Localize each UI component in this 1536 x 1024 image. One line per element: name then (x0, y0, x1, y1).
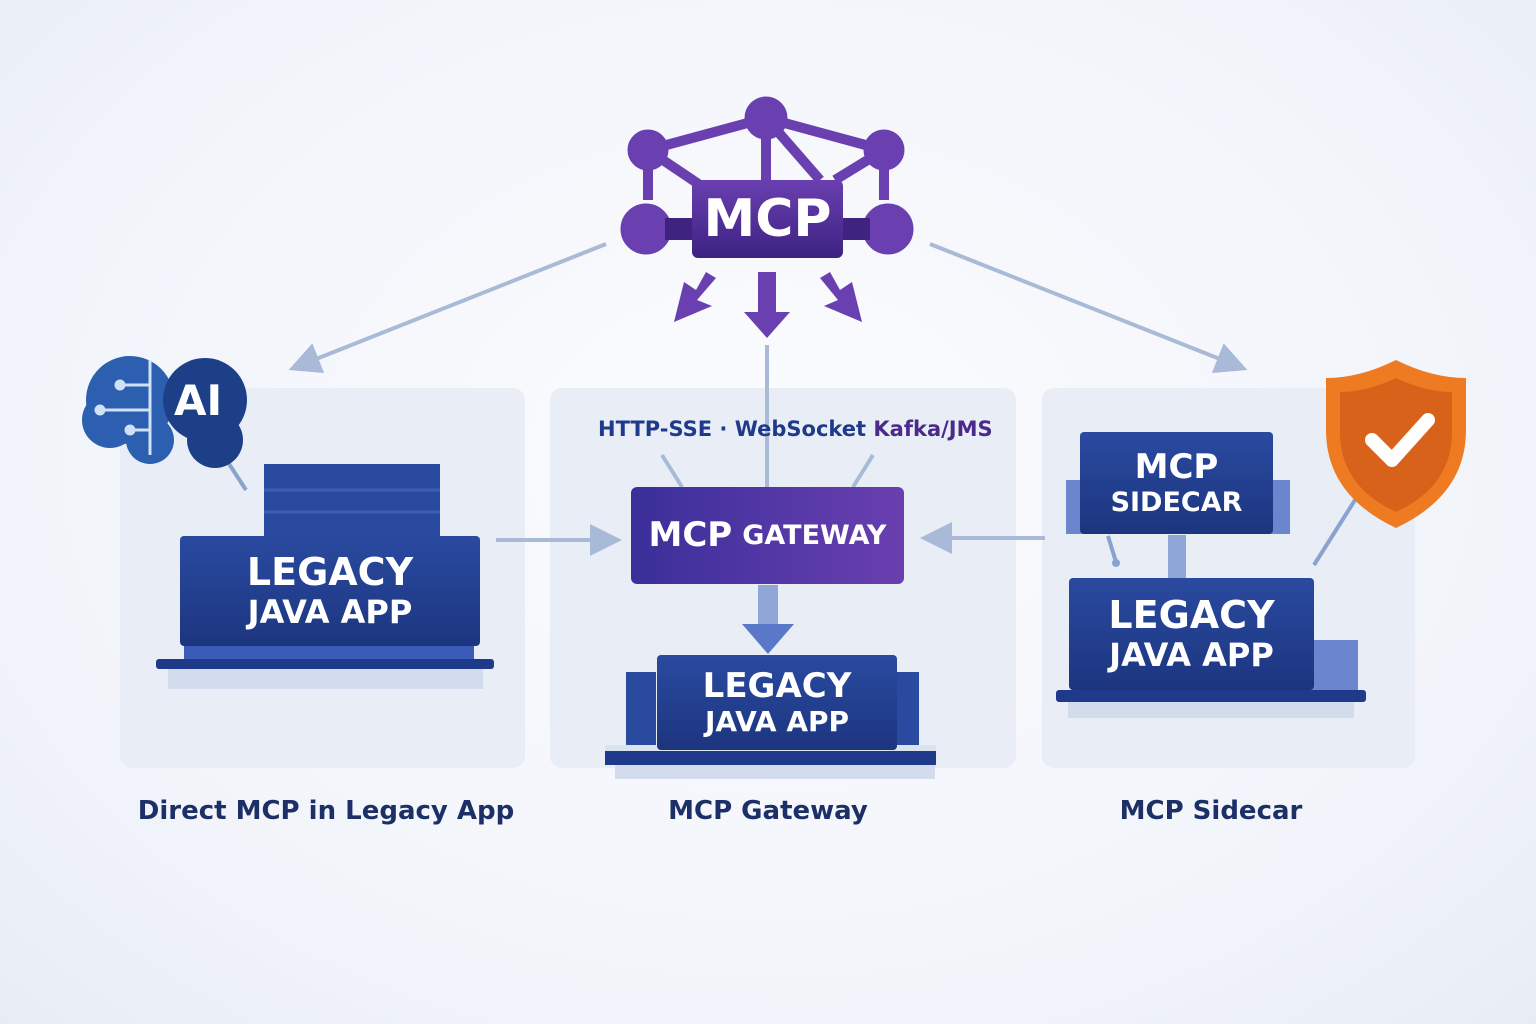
protocol-websocket: WebSocket (734, 417, 867, 441)
caption-sidecar: MCP Sidecar (1119, 796, 1303, 826)
legacy-java-app-direct: LEGACY JAVA APP (180, 536, 480, 646)
protocol-kafka-jms: Kafka/JMS (873, 417, 993, 441)
hub-label: MCP (703, 189, 832, 249)
mcp-sidecar-box: MCP SIDECAR (1080, 432, 1273, 534)
ai-brain-icon (82, 356, 247, 468)
mcp-gateway-box: MCP GATEWAY (631, 487, 904, 584)
protocol-labels: HTTP-SSE · WebSocket Kafka/JMS (598, 417, 993, 441)
shield-check-icon (1326, 360, 1466, 528)
hub-mcp-box: MCP (692, 180, 843, 258)
arrow-hub-to-direct (288, 242, 607, 374)
arrow-hub-to-sidecar (929, 242, 1248, 374)
caption-direct: Direct MCP in Legacy App (137, 796, 515, 826)
ai-badge-label: AI (174, 376, 223, 425)
protocol-http-sse: HTTP-SSE (598, 417, 713, 441)
legacy-java-app-sidecar: LEGACY JAVA APP (1069, 578, 1314, 690)
legacy-java-app-gateway: LEGACY JAVA APP (657, 655, 897, 750)
caption-gateway: MCP Gateway (668, 796, 868, 826)
mcp-network-icon (620, 96, 914, 338)
